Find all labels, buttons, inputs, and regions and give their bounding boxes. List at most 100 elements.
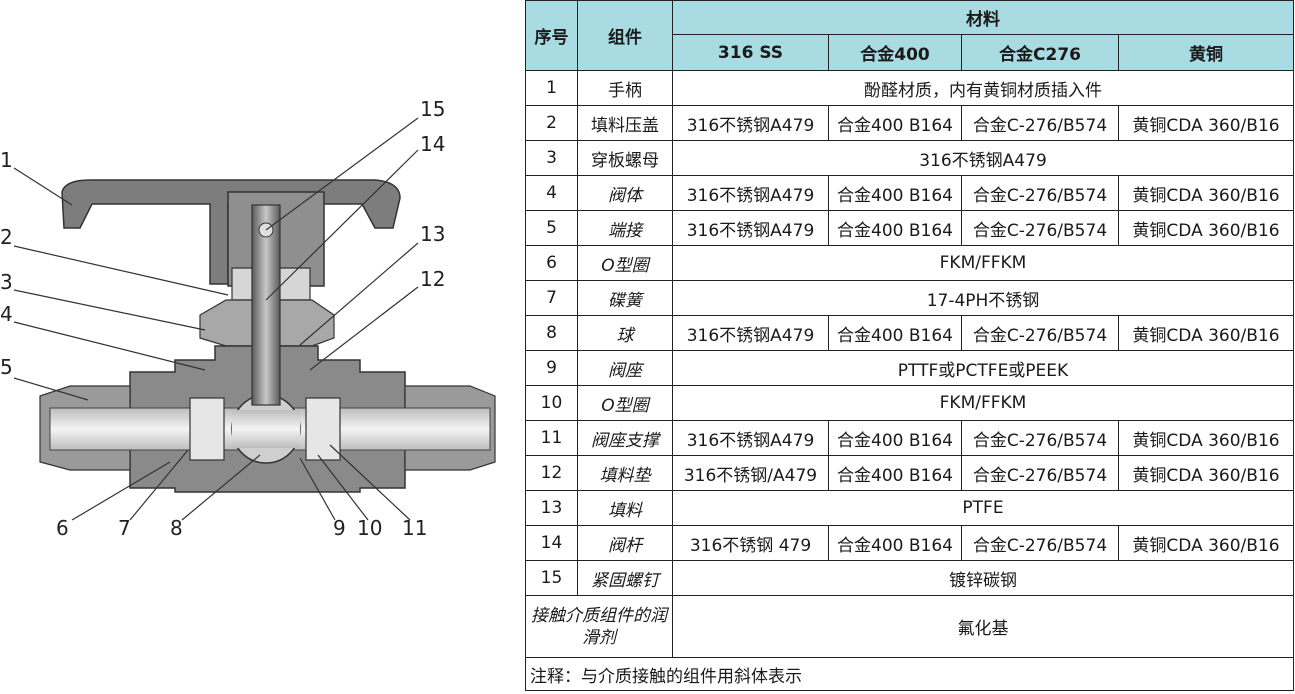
material-cell: 合金400 B164 [828, 105, 962, 141]
component-name: 阀座支撑 [577, 420, 673, 456]
row-number: 3 [525, 140, 578, 176]
component-name: O型圈 [577, 385, 673, 421]
row-number: 14 [525, 525, 578, 561]
callout-14: 14 [420, 132, 446, 156]
material-cell: 合金C-276/B574 [961, 175, 1119, 211]
material-cell: 316不锈钢/A479 [672, 455, 829, 491]
material-cell: 黄铜CDA 360/B16 [1118, 420, 1294, 456]
header-material-brass: 黄铜 [1118, 34, 1294, 71]
lubricant-label: 接触介质组件的润滑剂 [525, 595, 673, 658]
row-number: 6 [525, 245, 578, 281]
callout-8: 8 [170, 516, 183, 540]
material-cell: 合金C-276/B574 [961, 105, 1119, 141]
lubricant-value: 氟化基 [672, 595, 1294, 658]
material-cell: 316不锈钢A479 [672, 315, 829, 351]
row-number: 2 [525, 105, 578, 141]
material-cell: 合金C-276/B574 [961, 210, 1119, 246]
material-cell: 黄铜CDA 360/B16 [1118, 105, 1294, 141]
material-cell: 316不锈钢A479 [672, 175, 829, 211]
header-component: 组件 [577, 0, 673, 71]
callout-1: 1 [0, 148, 13, 172]
row-number: 12 [525, 455, 578, 491]
material-all: 17-4PH不锈钢 [672, 280, 1294, 316]
material-cell: 黄铜CDA 360/B16 [1118, 525, 1294, 561]
material-all: FKM/FFKM [672, 245, 1294, 281]
callout-7: 7 [118, 516, 131, 540]
material-cell: 合金400 B164 [828, 175, 962, 211]
row-number: 1 [525, 70, 578, 106]
material-cell: 黄铜CDA 360/B16 [1118, 210, 1294, 246]
component-name: 穿板螺母 [577, 140, 673, 176]
component-name: 阀座 [577, 350, 673, 386]
component-name: O型圈 [577, 245, 673, 281]
material-cell: 合金C-276/B574 [961, 455, 1119, 491]
header-no: 序号 [525, 0, 578, 71]
material-cell: 黄铜CDA 360/B16 [1118, 315, 1294, 351]
component-name: 手柄 [577, 70, 673, 106]
material-all: PTFE [672, 490, 1294, 526]
material-cell: 合金C-276/B574 [961, 420, 1119, 456]
callout-4: 4 [0, 302, 13, 326]
callout-11: 11 [402, 516, 428, 540]
material-all: 316不锈钢A479 [672, 140, 1294, 176]
material-cell: 合金400 B164 [828, 210, 962, 246]
component-name: 阀杆 [577, 525, 673, 561]
row-number: 7 [525, 280, 578, 316]
callout-3: 3 [0, 270, 13, 294]
material-cell: 316不锈钢A479 [672, 420, 829, 456]
component-name: 端接 [577, 210, 673, 246]
callout-13: 13 [420, 222, 446, 246]
row-number: 4 [525, 175, 578, 211]
valve-cross-section-diagram: 1 2 3 4 5 6 7 8 9 10 11 12 13 14 15 [0, 0, 520, 694]
material-cell: 316不锈钢A479 [672, 105, 829, 141]
material-all: FKM/FFKM [672, 385, 1294, 421]
component-name: 填料 [577, 490, 673, 526]
material-cell: 合金400 B164 [828, 420, 962, 456]
component-name: 碟簧 [577, 280, 673, 316]
stem [251, 204, 281, 406]
material-cell: 黄铜CDA 360/B16 [1118, 175, 1294, 211]
seat-right [305, 397, 341, 461]
callout-6: 6 [56, 516, 69, 540]
material-all: 镀锌碳钢 [672, 560, 1294, 596]
callout-12: 12 [420, 267, 446, 291]
material-cell: 316不锈钢 479 [672, 525, 829, 561]
material-all: PTTF或PCTFE或PEEK [672, 350, 1294, 386]
material-cell: 合金C-276/B574 [961, 315, 1119, 351]
row-number: 10 [525, 385, 578, 421]
material-cell: 合金400 B164 [828, 315, 962, 351]
material-cell: 合金400 B164 [828, 525, 962, 561]
component-name: 紧固螺钉 [577, 560, 673, 596]
seat-left [189, 397, 225, 461]
row-number: 5 [525, 210, 578, 246]
component-name: 球 [577, 315, 673, 351]
component-name: 填料垫 [577, 455, 673, 491]
valve-drawing [13, 117, 496, 521]
material-cell: 合金400 B164 [828, 455, 962, 491]
component-name: 填料压盖 [577, 105, 673, 141]
row-number: 8 [525, 315, 578, 351]
material-cell: 黄铜CDA 360/B16 [1118, 455, 1294, 491]
header-material-316ss: 316 SS [672, 34, 829, 71]
header-material-alloyc276: 合金C276 [961, 34, 1119, 71]
material-cell: 合金C-276/B574 [961, 525, 1119, 561]
callout-9: 9 [333, 516, 346, 540]
material-all: 酚醛材质，内有黄铜材质插入件 [672, 70, 1294, 106]
header-material: 材料 [672, 0, 1294, 35]
row-number: 15 [525, 560, 578, 596]
material-cell: 316不锈钢A479 [672, 210, 829, 246]
table-note: 注释：与介质接触的组件用斜体表示 [525, 657, 1294, 691]
callout-15: 15 [420, 97, 446, 121]
